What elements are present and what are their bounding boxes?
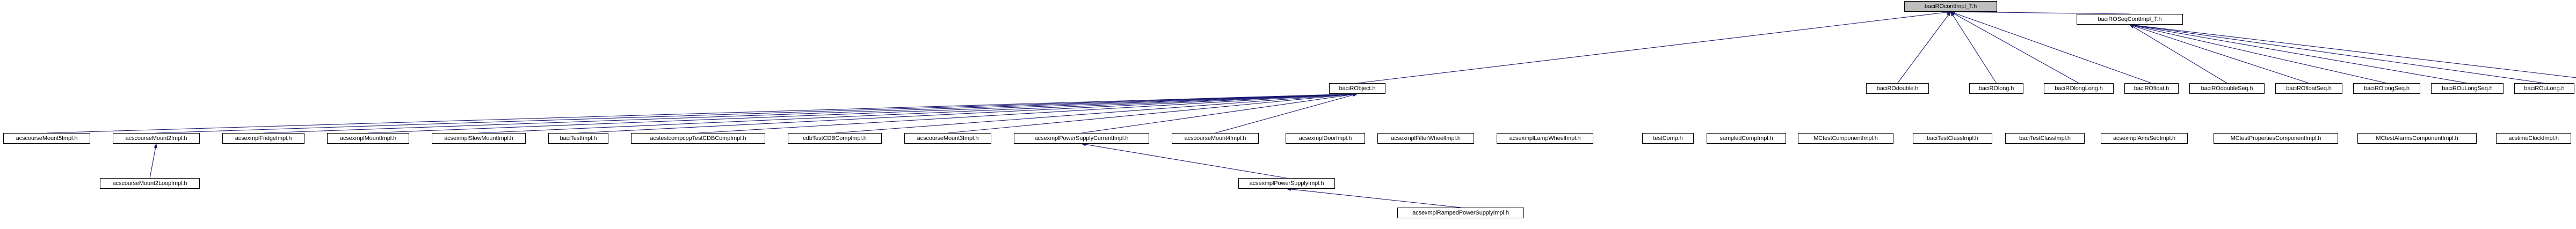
graph-node[interactable]: acsexmplMountImpl.h bbox=[327, 133, 409, 144]
graph-node[interactable]: baciROfloat.h bbox=[2124, 83, 2179, 94]
graph-edge bbox=[263, 92, 1358, 134]
graph-edge bbox=[1950, 11, 1997, 84]
graph-node[interactable]: MCtestPropertiesComponentImpl.h bbox=[2214, 133, 2338, 144]
graph-edge bbox=[1081, 143, 1287, 179]
graph-edge bbox=[1081, 92, 1358, 134]
graph-node[interactable]: baciROlong.h bbox=[1969, 83, 2023, 94]
graph-node[interactable]: baciROuLongSeq.h bbox=[2431, 83, 2504, 94]
graph-node[interactable]: acsexmplFridgeImpl.h bbox=[222, 133, 304, 144]
graph-edge bbox=[2129, 24, 2468, 84]
graph-node[interactable]: acstestcompcppTestCDBCompImpl.h bbox=[631, 133, 765, 144]
graph-edge bbox=[2129, 23, 2545, 84]
graph-edge bbox=[2129, 24, 2227, 84]
graph-node[interactable]: acscourseMount5Impl.h bbox=[3, 133, 90, 144]
graph-node[interactable]: acsexmplRampedPowerSupplyImpl.h bbox=[1397, 208, 1524, 218]
graph-edge bbox=[478, 92, 1358, 134]
graph-node[interactable]: baciROlongLong.h bbox=[2044, 83, 2114, 94]
graph-node[interactable]: testComp.h bbox=[1642, 133, 1694, 144]
graph-edge bbox=[947, 92, 1358, 134]
graph-node[interactable]: MCtestAlarmsComponentImpl.h bbox=[2357, 133, 2477, 144]
graph-node[interactable]: acstimeClockImpl.h bbox=[2496, 133, 2571, 144]
graph-node[interactable]: acscourseMount2LoopImpl.h bbox=[100, 178, 200, 189]
graph-edge bbox=[1286, 187, 1461, 208]
graph-node[interactable]: baciRObject.h bbox=[1329, 83, 1385, 94]
graph-node[interactable]: baciTestClassImpl.h bbox=[1913, 133, 1992, 144]
graph-node[interactable]: sampledCompImpl.h bbox=[1707, 133, 1786, 144]
graph-node[interactable]: acsexmplPowerSupplyImpl.h bbox=[1238, 178, 1335, 189]
graph-edge bbox=[2129, 24, 2309, 84]
graph-node[interactable]: baciTestImpl.h bbox=[548, 133, 608, 144]
graph-node[interactable]: baciROuLong.h bbox=[2514, 83, 2574, 94]
graph-node[interactable]: MCtestComponentImpl.h bbox=[1798, 133, 1893, 144]
graph-node[interactable]: baciROdoubleSeq.h bbox=[2189, 83, 2265, 94]
graph-edge bbox=[698, 92, 1358, 134]
graph-node[interactable]: acsexmplAmsSeqImpl.h bbox=[2101, 133, 2188, 144]
graph-node[interactable]: baciROlongSeq.h bbox=[2353, 83, 2420, 94]
graph-node[interactable]: acsexmplDoorImpl.h bbox=[1286, 133, 1365, 144]
graph-edge bbox=[1897, 11, 1951, 84]
graph-edge bbox=[149, 143, 157, 179]
graph-node[interactable]: acsexmplSlowMountImpl.h bbox=[432, 133, 526, 144]
graph-edge bbox=[835, 92, 1358, 134]
graph-node[interactable]: acsexmplLampWheelImpl.h bbox=[1497, 133, 1593, 144]
graph-node[interactable]: baciROcontImpl_T.h bbox=[1904, 1, 1997, 12]
graph-edge bbox=[156, 92, 1358, 134]
graph-node[interactable]: baciROSeqContImpl_T.h bbox=[2077, 14, 2183, 25]
graph-edge bbox=[1215, 93, 1358, 134]
graph-node[interactable]: baciTestClassImpl.h bbox=[2005, 133, 2085, 144]
graph-edge bbox=[2129, 23, 2576, 78]
graph-node[interactable]: acsexmplPowerSupplyCurrentImpl.h bbox=[1014, 133, 1149, 144]
graph-edge bbox=[578, 92, 1358, 134]
graph-edge bbox=[2129, 24, 2387, 84]
graph-edge bbox=[1950, 11, 2079, 84]
graph-node[interactable]: acscourseMount3Impl.h bbox=[904, 133, 991, 144]
graph-node[interactable]: acscourseMount2Impl.h bbox=[113, 133, 200, 144]
graph-node[interactable]: baciROdouble.h bbox=[1866, 83, 1929, 94]
graph-edge bbox=[1357, 10, 1951, 84]
graph-edge bbox=[46, 92, 1358, 134]
graph-node[interactable]: acsexmplFilterWheelImpl.h bbox=[1377, 133, 1474, 144]
graph-edge bbox=[368, 92, 1358, 134]
graph-node[interactable]: cdbTestCDBCompImpl.h bbox=[788, 133, 882, 144]
graph-node[interactable]: baciROfloatSeq.h bbox=[2275, 83, 2342, 94]
graph-node[interactable]: acscourseMount4Impl.h bbox=[1172, 133, 1259, 144]
